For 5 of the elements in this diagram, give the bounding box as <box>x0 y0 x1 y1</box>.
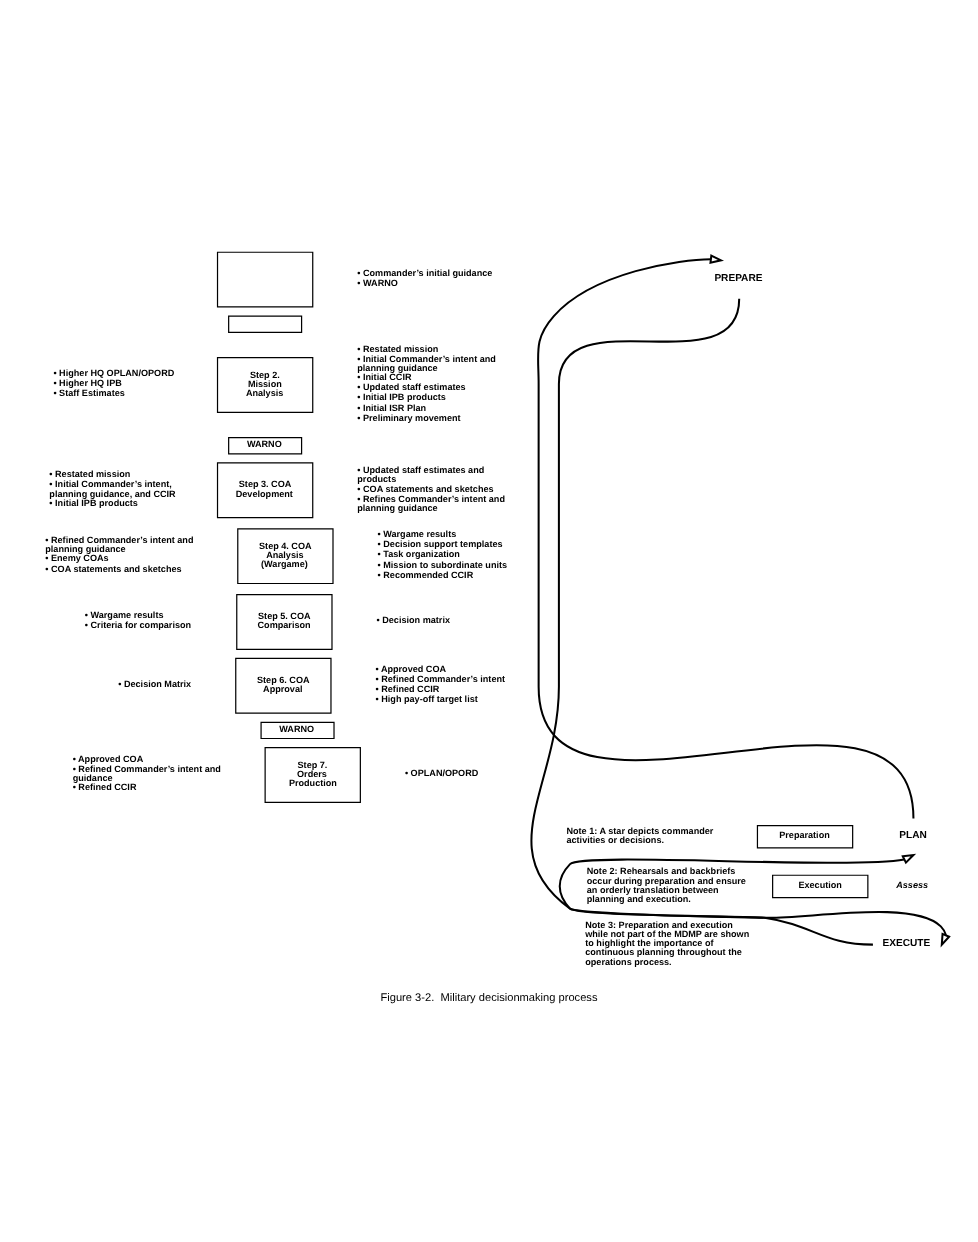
arrow <box>530 297 951 947</box>
arrow <box>558 852 917 945</box>
node-box <box>228 314 303 332</box>
node-box <box>216 250 314 307</box>
arrow <box>537 253 915 818</box>
